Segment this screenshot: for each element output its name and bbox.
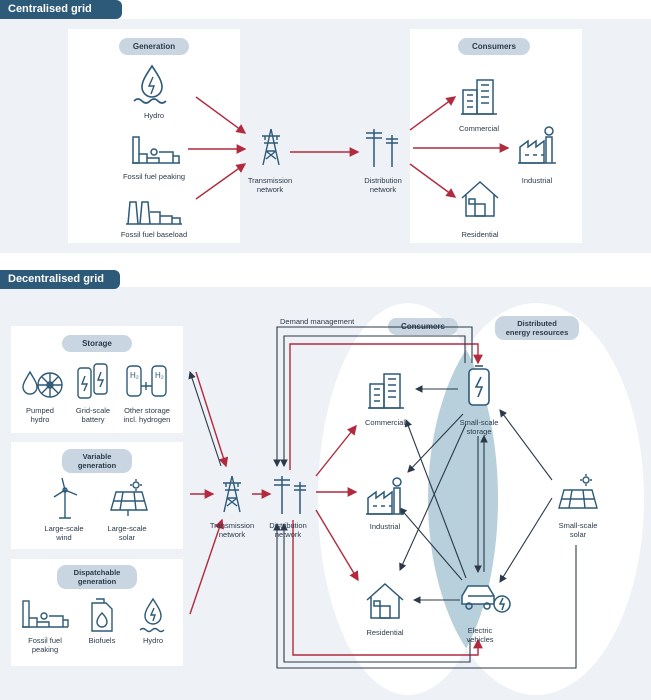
label-residential-dec: Residential <box>366 628 404 637</box>
consumers-box <box>410 29 582 243</box>
label-transmission: Transmission network <box>247 176 293 194</box>
label-grid-battery: Grid-scale battery <box>75 406 111 424</box>
arrow-dispatchable-transmission <box>189 518 224 615</box>
fossil-baseload-icon <box>126 201 182 225</box>
hydrogen-storage-icon: H₂ H₂ <box>126 365 167 397</box>
large-solar-icon <box>110 479 148 516</box>
label-pumped-hydro: Pumped hydro <box>26 406 54 424</box>
small-solar-icon <box>558 474 598 509</box>
residential-house-icon <box>461 180 499 217</box>
arrow-solar-storage <box>499 409 553 481</box>
label-residential: Residential <box>461 230 499 239</box>
arrow-dist-commercial <box>315 424 357 477</box>
label-distribution: Distribution network <box>364 176 402 194</box>
label-distribution-dec: Distribution network <box>269 521 307 539</box>
arrow-solar-distribution-bottom <box>273 522 577 669</box>
transmission-tower-icon <box>262 128 280 166</box>
distribution-pole-dec-icon <box>274 476 306 514</box>
arrow-ev-commercial <box>404 418 467 579</box>
pumped-hydro-icon <box>22 370 63 398</box>
label-commercial: Commercial <box>458 124 500 133</box>
arrow-dist-residential <box>315 509 359 582</box>
label-hydro-dec: Hydro <box>142 636 164 645</box>
transmission-tower-dec-icon <box>223 475 241 513</box>
grid-battery-icon <box>77 363 108 399</box>
distribution-pole-icon <box>366 129 398 167</box>
commercial-dec-icon <box>368 373 404 409</box>
svg-text:H₂: H₂ <box>130 371 139 380</box>
svg-text:H₂: H₂ <box>155 371 164 380</box>
generation-box <box>68 29 240 243</box>
label-fossil-peaking-dec: Fossil fuel peaking <box>28 636 62 654</box>
demand-management-label: Demand management <box>280 317 355 326</box>
label-fossil-peaking: Fossil fuel peaking <box>122 172 186 181</box>
decentralised-title: Decentralised grid <box>0 270 120 289</box>
fossil-peaking-icon <box>132 136 180 164</box>
arrow-transmission-storage <box>188 370 222 467</box>
arrow-dist-ev-bottom <box>292 520 483 656</box>
label-commercial-dec: Commercial <box>364 418 406 427</box>
label-small-solar: Small-scale solar <box>558 521 598 539</box>
hydro-dec-icon <box>139 597 165 633</box>
arrow-storage-residential <box>399 423 467 572</box>
storage-pill: Storage <box>62 335 132 352</box>
commercial-building-icon <box>461 79 497 115</box>
arrow-hydro-transmission <box>195 96 247 134</box>
small-storage-battery-icon <box>468 365 490 406</box>
wind-turbine-icon <box>53 477 78 519</box>
arrow-distribution-residential <box>409 163 457 198</box>
der-pill: Distributed energy resources <box>495 316 579 340</box>
label-biofuels: Biofuels <box>88 636 116 645</box>
arrow-distribution-commercial <box>409 96 457 131</box>
residential-dec-icon <box>366 582 404 619</box>
label-small-storage: Small-scale storage <box>459 418 499 436</box>
arrow-baseload-transmission <box>195 163 247 200</box>
arrow-storage-industrial <box>407 413 464 473</box>
label-hydro: Hydro <box>143 111 165 120</box>
electric-vehicle-icon <box>461 585 511 613</box>
generation-pill: Generation <box>119 38 189 55</box>
industrial-factory-icon <box>518 126 556 164</box>
arrow-ev-industrial <box>399 507 463 581</box>
variable-pill: Variable generation <box>62 449 132 473</box>
label-fossil-baseload: Fossil fuel baseload <box>120 230 188 239</box>
arrow-solar-ev <box>499 497 553 583</box>
label-other-storage: Other storage incl. hydrogen <box>123 406 171 424</box>
arrow-demand-management <box>273 326 473 468</box>
label-industrial: Industrial <box>521 176 553 185</box>
label-electric-vehicles: Electric vehicles <box>466 626 494 644</box>
arrow-storage-distribution <box>280 335 466 468</box>
dispatchable-pill: Dispatchable generation <box>57 565 137 589</box>
arrow-ev-distribution-bottom <box>280 522 471 663</box>
label-large-wind: Large-scale wind <box>44 524 84 542</box>
label-industrial-dec: Industrial <box>369 522 401 531</box>
consumers-pill: Consumers <box>458 38 530 55</box>
centralised-title: Centralised grid <box>0 0 122 19</box>
biofuels-icon <box>91 598 113 632</box>
arrow-storage-transmission <box>195 371 229 468</box>
hydro-icon <box>133 64 167 104</box>
industrial-dec-icon <box>366 477 404 515</box>
overlap-region <box>428 303 498 695</box>
label-transmission-dec: Transmission network <box>209 521 255 539</box>
fossil-peaking-dec-icon <box>22 600 69 628</box>
arrow-dist-storage-top <box>289 343 483 470</box>
label-large-solar: Large-scale solar <box>107 524 147 542</box>
